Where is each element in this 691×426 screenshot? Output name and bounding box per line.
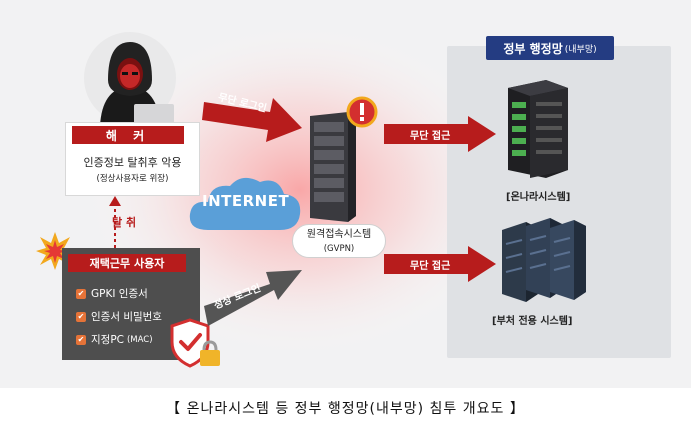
gvpn-label: 원격접속시스템 (GVPN) bbox=[292, 224, 386, 258]
hacker-description: 인증정보 탈취후 악용 bbox=[83, 156, 182, 169]
credential-text: GPKI 인증서 bbox=[91, 288, 148, 300]
alert-icon bbox=[346, 96, 378, 128]
check-icon: ✔ bbox=[76, 311, 86, 322]
unauthorized-access-label-ministry: 무단 접근 bbox=[410, 261, 451, 272]
credential-designated-pc: ✔ 지정PC(MAC) bbox=[76, 332, 153, 347]
steal-label: 탈 취 bbox=[112, 216, 137, 229]
check-icon: ✔ bbox=[76, 288, 86, 299]
internet-label: INTERNET bbox=[202, 192, 290, 210]
gvpn-sub: (GVPN) bbox=[323, 244, 355, 254]
gvpn-server-icon bbox=[310, 112, 356, 222]
credential-text: 인증서 비밀번호 bbox=[91, 311, 162, 323]
credential-gpki: ✔ GPKI 인증서 bbox=[76, 286, 148, 301]
ministry-servers-icon bbox=[502, 218, 586, 302]
unauthorized-access-label-onnara: 무단 접근 bbox=[410, 131, 451, 142]
remote-user-label: 재택근무 사용자 bbox=[68, 254, 186, 272]
credential-note: (MAC) bbox=[126, 334, 153, 345]
shield-lock-icon bbox=[170, 318, 220, 368]
unauthorized-access-arrow-ministry bbox=[384, 246, 496, 282]
credential-password: ✔ 인증서 비밀번호 bbox=[76, 309, 162, 324]
figure-caption: 【 온나라시스템 등 정부 행정망(내부망) 침투 개요도 】 bbox=[166, 401, 525, 417]
steal-arrow bbox=[109, 196, 121, 248]
credential-text: 지정PC bbox=[91, 334, 124, 346]
ministry-system-label: [부처 전용 시스템] bbox=[492, 316, 573, 327]
hacker-icon bbox=[84, 32, 176, 126]
gvpn-name: 원격접속시스템 bbox=[306, 229, 372, 240]
gov-network-title-sub: (내부망) bbox=[564, 44, 597, 55]
hacker-disguise-note: (정상사용자로 위장) bbox=[96, 174, 169, 184]
unauthorized-access-arrow-onnara bbox=[384, 116, 496, 152]
unauthorized-login-arrow bbox=[202, 98, 302, 142]
gov-network-title-text: 정부 행정망 bbox=[503, 41, 563, 56]
onnara-system-label: [온나라시스템] bbox=[506, 192, 571, 203]
cloud-icon bbox=[189, 177, 301, 230]
hacker-label: 해 커 bbox=[72, 126, 184, 144]
normal-login-arrow bbox=[204, 270, 302, 326]
check-icon: ✔ bbox=[76, 334, 86, 345]
gov-network-title: 정부 행정망(내부망) bbox=[486, 36, 614, 60]
onnara-server-icon bbox=[508, 80, 568, 178]
